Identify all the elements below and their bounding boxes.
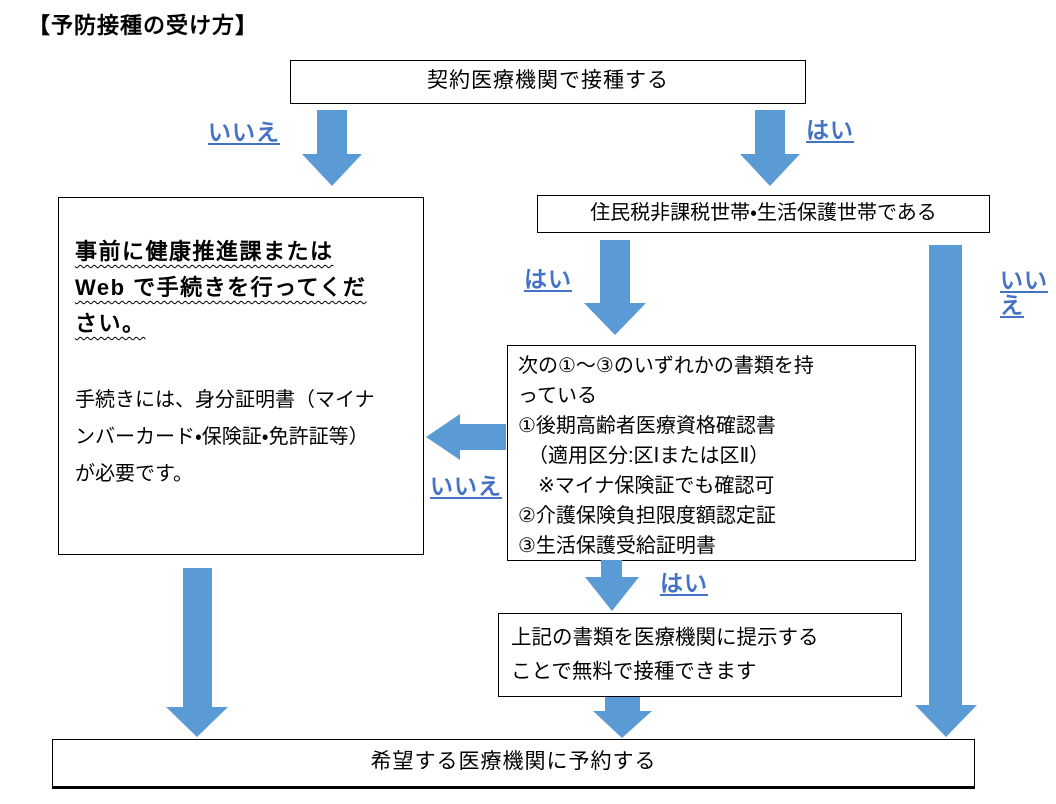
branch-label-no: いいえ xyxy=(430,473,502,499)
node-free-box: 上記の書類を医療機関に提示する ことで無料で接種できます xyxy=(498,613,902,697)
node-documents-box: 次の①～③のいずれかの書類を持 っている ①後期高齢者医療資格確認書 （適用区分… xyxy=(507,345,916,561)
procedure-main-text: 事前に健康推進課または Web で手続きを行ってくだ さい。 xyxy=(75,239,367,336)
branch-label-no: いいえ xyxy=(1000,267,1048,319)
branch-label-yes: はい xyxy=(806,117,854,143)
page-title: 【予防接種の受け方】 xyxy=(28,13,259,38)
arrow-down-icon xyxy=(584,240,646,335)
branch-label-no: いいえ xyxy=(208,119,280,145)
node-start-box: 契約医療機関で接種する xyxy=(290,60,806,104)
branch-label-yes: はい xyxy=(660,570,708,596)
node-procedure-box: 事前に健康推進課または Web で手続きを行ってくだ さい。 手続きには、身分証… xyxy=(58,197,424,555)
node-reserve-box: 希望する医療機関に予約する xyxy=(52,739,975,789)
branch-label-yes: はい xyxy=(524,266,572,292)
arrow-down-icon xyxy=(915,245,977,737)
arrow-down-icon xyxy=(302,110,362,186)
procedure-note-text: 手続きには、身分証明書（マイナ ンバーカード・保険証・免許証等） が必要です。 xyxy=(75,389,375,485)
arrow-down-icon xyxy=(166,568,228,737)
arrow-down-icon xyxy=(740,110,800,186)
arrow-down-icon xyxy=(585,560,639,611)
arrow-left-icon xyxy=(426,414,506,460)
node-household-box: 住民税非課税世帯・生活保護世帯である xyxy=(537,195,990,233)
arrow-down-icon xyxy=(593,697,652,738)
